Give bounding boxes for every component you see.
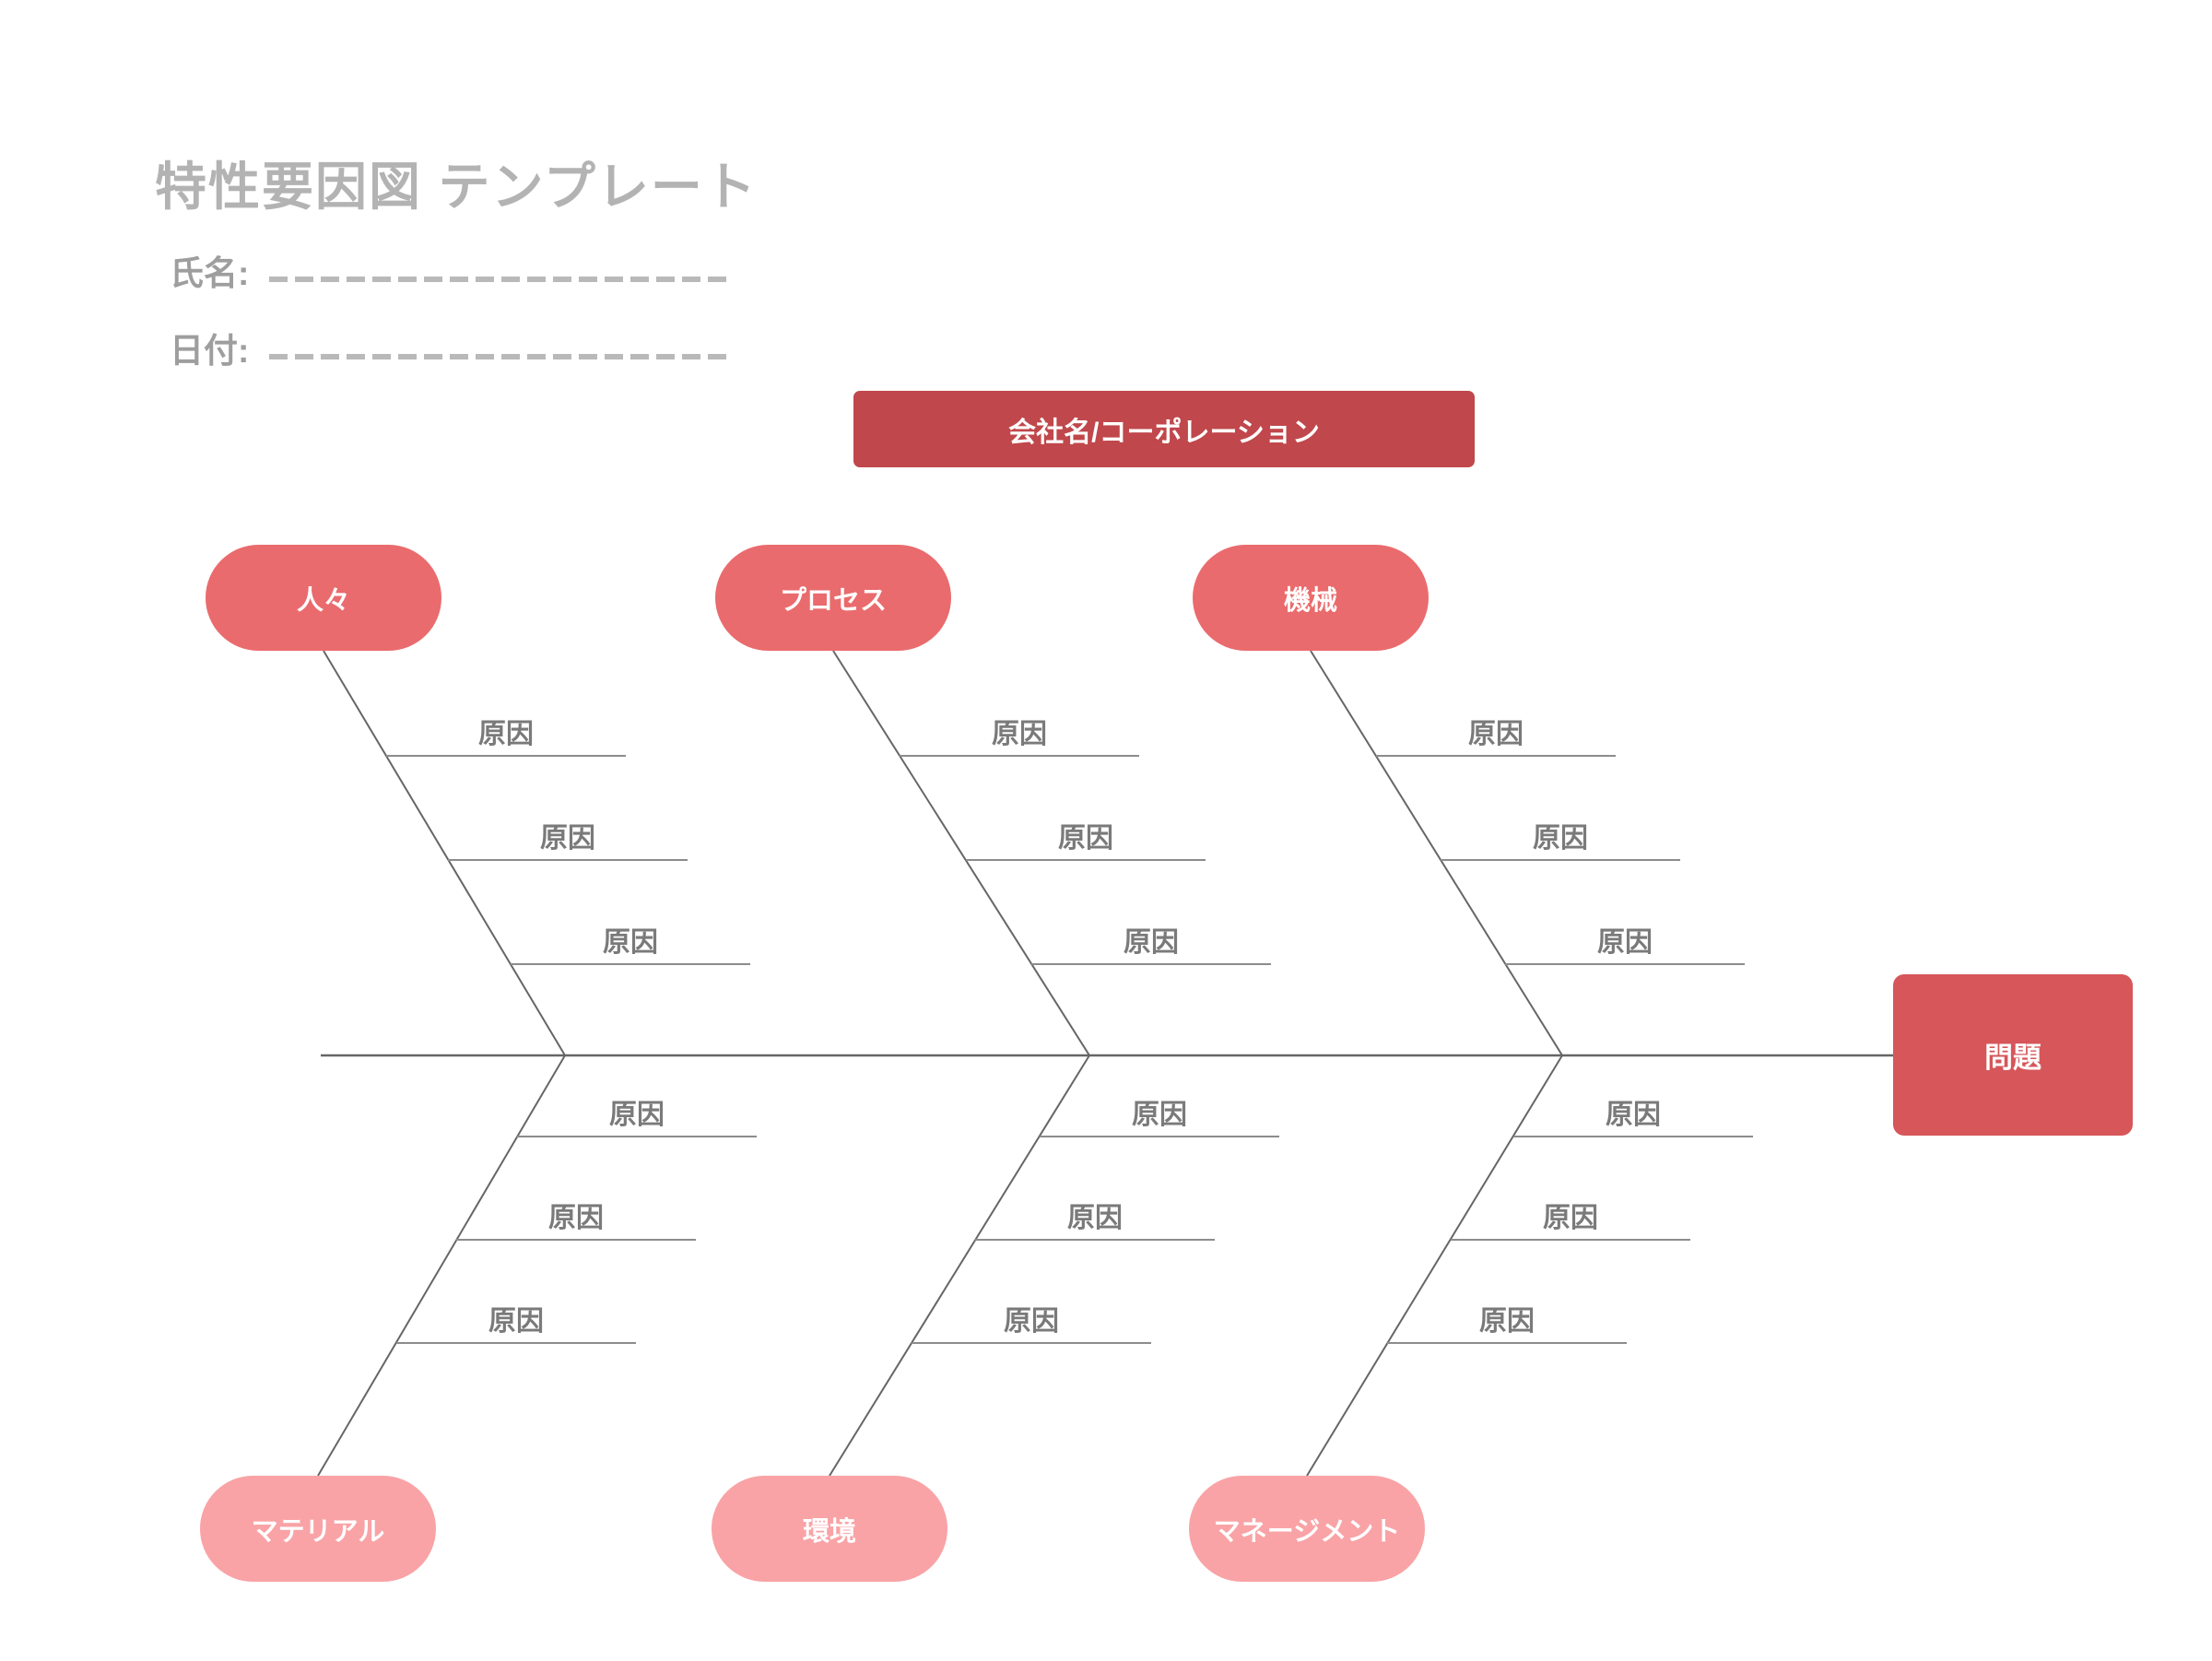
cause-label-people-3[interactable]: 原因 [603,927,658,958]
bone-people-line [323,650,566,1056]
category-process[interactable]: プロセス [715,545,951,651]
cause-label-material-2[interactable]: 原因 [548,1203,604,1233]
company-banner-node[interactable]: 会社名/コーポレーション [853,391,1475,467]
bone-process-line [832,650,1090,1056]
cause-label-management-2[interactable]: 原因 [1543,1203,1598,1233]
page-title: 特性要因図 テンプレート [155,158,758,216]
bone-environment-line [829,1054,1090,1477]
bone-material-line [317,1054,566,1477]
category-material[interactable]: マテリアル [200,1476,436,1582]
cause-label-management-1[interactable]: 原因 [1606,1100,1661,1130]
category-people[interactable]: 人々 [206,545,441,651]
cause-label-management-3[interactable]: 原因 [1479,1306,1535,1337]
category-machine[interactable]: 機械 [1193,545,1429,651]
name-field-row: 氏名: [170,245,249,292]
name-label: 氏名: [170,254,250,292]
cause-label-process-1[interactable]: 原因 [992,719,1047,749]
cause-label-people-1[interactable]: 原因 [478,719,534,749]
cause-label-process-2[interactable]: 原因 [1058,823,1113,854]
cause-label-machine-2[interactable]: 原因 [1533,823,1588,854]
category-management[interactable]: マネージメント [1189,1476,1425,1582]
date-label: 日付: [170,332,250,370]
cause-label-environment-1[interactable]: 原因 [1132,1100,1187,1130]
name-fill-line[interactable] [269,277,728,282]
category-environment[interactable]: 環境 [712,1476,947,1582]
date-field-row: 日付: [170,323,249,370]
cause-label-material-3[interactable]: 原因 [488,1306,544,1337]
date-fill-line[interactable] [269,354,728,359]
cause-label-material-1[interactable]: 原因 [609,1100,665,1130]
cause-label-process-3[interactable]: 原因 [1124,927,1179,958]
bone-management-line [1306,1054,1563,1477]
cause-label-people-2[interactable]: 原因 [540,823,595,854]
cause-label-machine-1[interactable]: 原因 [1468,719,1524,749]
cause-label-machine-3[interactable]: 原因 [1597,927,1653,958]
bone-machine-line [1310,650,1563,1056]
cause-label-environment-3[interactable]: 原因 [1004,1306,1059,1337]
problem-node[interactable]: 問題 [1893,974,2133,1136]
cause-label-environment-2[interactable]: 原因 [1067,1203,1123,1233]
